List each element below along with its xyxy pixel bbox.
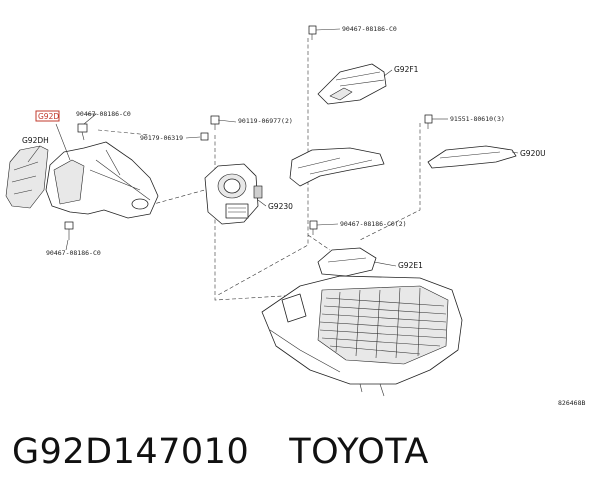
clip-top-left-bolt xyxy=(77,123,88,141)
clip-top-bolt xyxy=(308,25,317,40)
label-g92d: G92D xyxy=(38,112,59,121)
label-ref-number: 826468B xyxy=(558,399,585,407)
label-bolt-left-mid: 90179-06319 xyxy=(140,134,183,142)
label-g9230: G9230 xyxy=(268,202,293,211)
label-g92e1: G92E1 xyxy=(398,261,423,270)
label-clip-mid: 90467-08186-C0(2) xyxy=(340,220,407,228)
bracket-g920u-part xyxy=(427,145,517,169)
duct-g92e1-part xyxy=(317,247,377,277)
clip-bottom-left-bolt xyxy=(64,221,74,240)
brand-name: TOYOTA xyxy=(289,432,429,472)
label-clip-top: 90467-08186-C0 xyxy=(342,25,397,33)
duct-g92d-part xyxy=(45,141,159,219)
label-g920u: G920U xyxy=(520,149,546,158)
clip-mid-bolt xyxy=(309,220,318,235)
bracket-part xyxy=(289,147,385,187)
battery-pack-part xyxy=(261,275,463,397)
bolt-left-mid-part xyxy=(200,132,209,141)
label-bolt-mid: 90119-06977(2) xyxy=(238,117,293,125)
bolt-right-part xyxy=(424,114,433,129)
label-clip-bottom-left: 90467-08186-C0 xyxy=(46,249,101,257)
blower-g9230-part xyxy=(204,163,263,225)
label-bolt-right: 91551-80610(3) xyxy=(450,115,505,123)
bolt-mid-part xyxy=(210,115,220,130)
label-g92f1: G92F1 xyxy=(394,65,419,74)
part-number: G92D147010 xyxy=(12,432,250,472)
callout-labels: G92D G92DH 90467-08186-C0 90467-08186-C0… xyxy=(22,25,585,407)
duct-g92f1-part xyxy=(317,63,387,105)
parts-diagram: G92D G92DH 90467-08186-C0 90467-08186-C0… xyxy=(5,25,585,407)
label-clip-top-left: 90467-08186-C0 xyxy=(76,110,131,118)
leader-lines xyxy=(27,28,519,267)
g92d-highlight-box xyxy=(35,110,60,122)
duct-g92dh-part xyxy=(5,145,49,209)
label-g92dh: G92DH xyxy=(22,136,49,145)
caption: G92D147010 TOYOTA xyxy=(12,432,429,472)
